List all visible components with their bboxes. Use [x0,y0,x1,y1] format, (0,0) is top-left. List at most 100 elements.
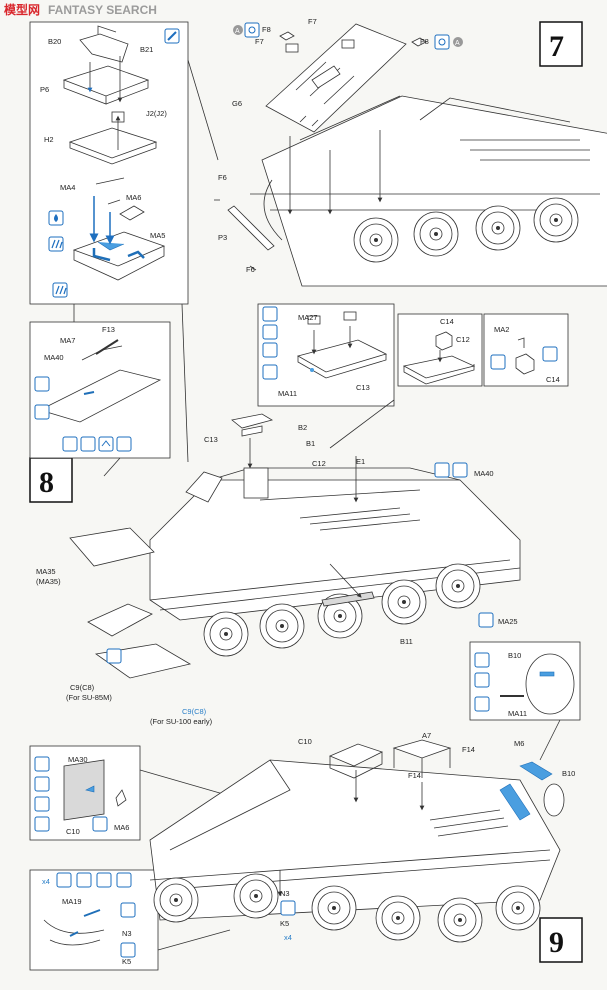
drop-icon [262,324,278,340]
watermark-text: FANTASY SEARCH [48,3,157,17]
step-9-inset-n3 [29,869,159,971]
label-f14-right: F14 [462,745,475,754]
align-icon [478,612,494,628]
align-icon [434,34,450,50]
label-x4: x4 [284,933,292,942]
up-icon [262,342,278,358]
label-b20: B20 [48,37,61,46]
drop-icon [542,346,558,362]
step-8: 8 MA7 F13 MA40 MA27 MA11 C13 [29,303,581,761]
label-c14-inset4: C14 [546,375,560,384]
label-f7-upper: F7 [308,17,317,26]
label-b10-inset: B10 [508,651,521,660]
marker-a-right: A [453,37,463,47]
label-c9-note-su85m: (For SU-85M) [66,693,112,702]
drop-icon [76,872,92,888]
label-m6: M6 [514,739,524,748]
glue-icon [116,872,132,888]
up-icon [98,436,114,452]
watermark-sub: 模型网 [4,2,40,17]
up-icon [34,776,50,792]
align-icon [56,872,72,888]
label-b1: B1 [306,439,315,448]
hatch-icon [34,376,50,392]
glue-icon [474,652,490,668]
drop-icon [34,796,50,812]
callout-line [103,457,121,477]
label-ma4: MA4 [60,183,75,192]
glue-icon [116,436,132,452]
label-ma2: MA2 [494,325,509,334]
step-9-number: 9 [549,926,564,959]
label-c13-inset: C13 [356,383,370,392]
drop-icon [48,210,64,226]
label-ma30: MA30 [68,755,88,764]
label-ma35: MA35 [36,567,56,576]
label-ma7: MA7 [60,336,75,345]
callout-line [539,719,561,761]
glue-icon [262,306,278,322]
label-ma40-main: MA40 [474,469,494,478]
drop-icon [80,436,96,452]
label-f8-top: F8 [262,25,271,34]
label-b21: B21 [140,45,153,54]
label-b2: B2 [298,423,307,432]
step-9-badge [539,917,583,963]
hatch-icon [452,462,468,478]
label-f6-lower: F6 [246,265,255,274]
label-k5-inset: K5 [122,957,131,966]
label-a7: A7 [422,731,431,740]
label-k5: K5 [280,919,289,928]
hatch-icon [96,872,112,888]
glue-icon [34,756,50,772]
label-b10: B10 [562,769,575,778]
label-g6: G6 [232,99,242,108]
label-ma5: MA5 [150,231,165,240]
label-c12: C12 [312,459,326,468]
label-ma11-inset: MA11 [508,709,527,718]
label-c9-blue: C9(C8) [182,707,207,716]
callout-line [181,303,189,463]
step-9: 9 MA30 C10 MA6 x4 MA19 N3 K5 [29,731,583,971]
align-icon [34,816,50,832]
step-8-number: 8 [39,466,54,499]
label-c9: C9(C8) [70,683,95,692]
step-7-hull [214,23,607,287]
inset-commander-hatch [62,25,166,281]
marker-a-left: A [233,25,243,35]
label-c12-inset3: C12 [456,335,470,344]
label-c10: C10 [298,737,312,746]
label-c13: C13 [204,435,218,444]
align-icon [434,462,450,478]
label-f8-right: F8 [420,37,429,46]
label-c9-note-su100: (For SU-100 early) [150,717,213,726]
align-icon [244,22,260,38]
label-ma25: MA25 [498,617,518,626]
label-e1: E1 [356,457,365,466]
marker-a-label: A [455,40,460,47]
align-icon [120,942,136,958]
label-f6-upper: F6 [218,173,227,182]
hatch-icon [120,902,136,918]
label-n3: N3 [280,889,290,898]
hatch-icon [490,354,506,370]
label-ma35-alt: (MA35) [36,577,61,586]
step-7-number: 7 [549,30,564,63]
align-icon [280,900,296,916]
glue-icon [164,28,180,44]
step-9-hull [149,739,565,943]
align-icon [262,364,278,380]
callout-line [157,929,231,951]
label-b11: B11 [400,637,413,646]
label-j2: J2(J2) [146,109,167,118]
label-f13: F13 [102,325,115,334]
label-p3: P3 [218,233,227,242]
label-ma11: MA11 [278,389,297,398]
label-h2: H2 [44,135,54,144]
label-ma6-inset: MA6 [114,823,129,832]
label-n3-inset: N3 [122,929,132,938]
label-f14-left: F14 [408,771,421,780]
hatch-icon [92,816,108,832]
callout-line [187,59,219,161]
